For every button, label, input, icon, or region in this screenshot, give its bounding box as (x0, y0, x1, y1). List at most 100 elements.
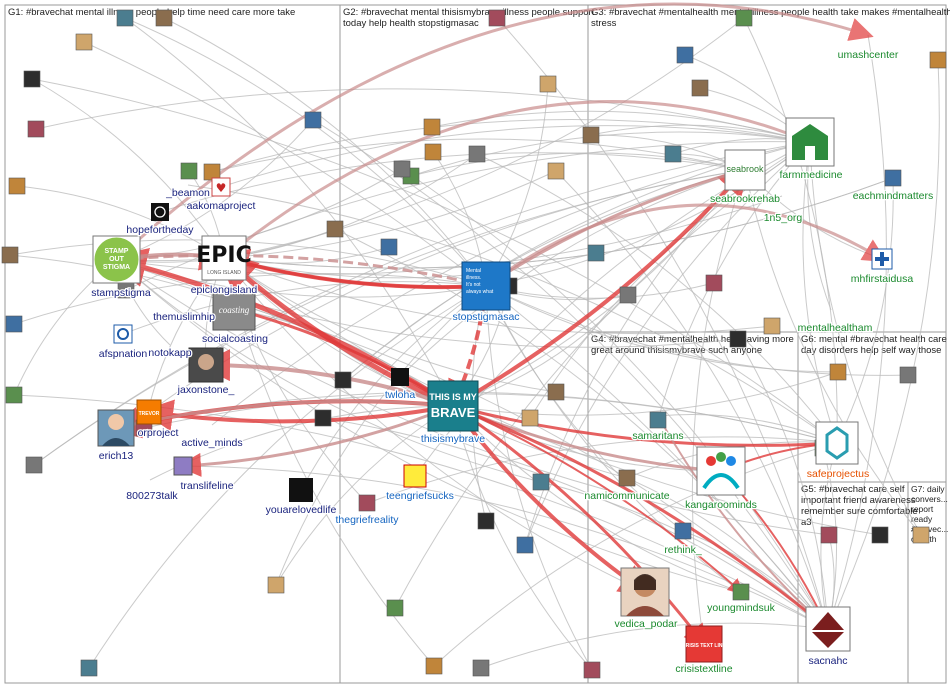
avatar-node[interactable] (314, 409, 332, 427)
node-label-umashcenter[interactable]: umashcenter (836, 48, 900, 63)
avatar-node[interactable] (468, 145, 486, 163)
avatar-node[interactable] (618, 469, 636, 487)
node-translifeline[interactable] (173, 456, 193, 476)
avatar-node[interactable] (899, 366, 917, 384)
node-crisistextline[interactable]: CRISIS TEXT LINE (682, 625, 726, 663)
avatar-node[interactable] (829, 363, 847, 381)
avatar-node[interactable] (820, 526, 838, 544)
node-label-rethink-[interactable]: rethink_ (663, 543, 703, 558)
avatar-node[interactable] (705, 274, 723, 292)
node-label-stopstigmasac[interactable]: stopstigmasac (451, 310, 521, 325)
node-sacnahc[interactable] (805, 606, 851, 652)
avatar-node[interactable] (27, 120, 45, 138)
node-orproject[interactable]: TREVOR (136, 399, 162, 425)
node-label-800273talk[interactable]: 800273talk (125, 489, 180, 504)
node-label-teengriefsucks[interactable]: teengriefsucks (385, 489, 455, 504)
node-thisismybrave[interactable]: THIS IS MY BRAVE (427, 380, 479, 432)
node-label-notokapp[interactable]: notokapp (147, 346, 193, 361)
node-label-socialcoasting[interactable]: socialcoasting (201, 332, 270, 347)
node-label-thisismybrave[interactable]: thisismybrave (420, 432, 487, 447)
node-label-erich13[interactable]: erich13 (98, 449, 135, 464)
avatar-node[interactable] (521, 409, 539, 427)
avatar-node[interactable] (729, 330, 747, 348)
node-label-orproject[interactable]: orproject (136, 426, 179, 441)
avatar-node[interactable] (80, 659, 98, 677)
node-label-active-minds[interactable]: active_minds (180, 436, 244, 451)
node-afspnation[interactable] (113, 324, 133, 344)
avatar-node[interactable] (532, 473, 550, 491)
node-jaxonstone[interactable] (188, 347, 224, 383)
node-label-mhfirstaidusa[interactable]: mhfirstaidusa (850, 272, 915, 287)
avatar-node[interactable] (912, 526, 930, 544)
avatar-node[interactable] (8, 177, 26, 195)
node-epiclongisland[interactable]: EPIC LONG ISLAND (196, 235, 252, 281)
avatar-node[interactable] (539, 75, 557, 93)
avatar-node[interactable] (5, 315, 23, 333)
node-socialcoasting[interactable]: coasting (212, 287, 256, 331)
avatar-node[interactable] (304, 111, 322, 129)
node-label-crisistextline[interactable]: crisistextline (674, 662, 734, 677)
node-label-namicommunicate[interactable]: namicommunicate (583, 489, 671, 504)
avatar-node[interactable] (1, 246, 19, 264)
node-label-jaxonstone-[interactable]: jaxonstone_ (175, 383, 235, 398)
node-label-hopefortheday[interactable]: hopefortheday (125, 223, 195, 238)
node-vedica-podar[interactable] (620, 567, 670, 617)
avatar-node[interactable] (763, 317, 781, 335)
node-label-sacnahc[interactable]: sacnahc (807, 654, 849, 669)
avatar-node[interactable] (587, 244, 605, 262)
node-label--beamon[interactable]: _beamon (164, 186, 211, 201)
node-teengriefsucks[interactable] (403, 464, 427, 488)
node-twloha[interactable] (391, 368, 409, 386)
node-label-samaritans[interactable]: samaritans (631, 429, 685, 444)
avatar-node[interactable] (116, 9, 134, 27)
avatar-node[interactable] (477, 512, 495, 530)
node-label-mentalhealtham[interactable]: mentalhealtham (796, 321, 873, 336)
node-label-vedica-podar[interactable]: vedica_podar (613, 617, 679, 632)
avatar-node[interactable] (516, 536, 534, 554)
node-safeprojectus[interactable] (815, 421, 859, 465)
node-mhfirstaidusa[interactable] (871, 248, 893, 270)
node-label-safeprojectus[interactable]: safeprojectus (806, 467, 871, 482)
avatar-node[interactable] (649, 411, 667, 429)
avatar-node[interactable] (5, 386, 23, 404)
avatar-node[interactable] (386, 599, 404, 617)
avatar-node[interactable] (425, 657, 443, 675)
node-label-kangaroominds[interactable]: kangaroominds (684, 498, 758, 513)
avatar-node[interactable] (358, 494, 376, 512)
avatar-node[interactable] (424, 143, 442, 161)
avatar-node[interactable] (423, 118, 441, 136)
node-aakomaproject[interactable]: ♥ (211, 177, 231, 197)
avatar-node[interactable] (732, 583, 750, 601)
avatar-node[interactable] (75, 33, 93, 51)
avatar-node[interactable] (326, 220, 344, 238)
node-label-afspnation[interactable]: afspnation (98, 347, 149, 362)
avatar-node[interactable] (25, 456, 43, 474)
node-label-stampstigma[interactable]: stampstigma (90, 286, 152, 301)
node-label-thegriefreality[interactable]: thegriefreality (334, 513, 400, 528)
avatar-node[interactable] (267, 576, 285, 594)
avatar-node[interactable] (871, 526, 889, 544)
avatar-node[interactable] (547, 383, 565, 401)
node-label-youngmindsuk[interactable]: youngmindsuk (706, 601, 777, 616)
avatar-node[interactable] (155, 9, 173, 27)
avatar-node[interactable] (488, 9, 506, 27)
node-seabrookrehab[interactable]: seabrook (724, 149, 766, 191)
avatar-node[interactable] (664, 145, 682, 163)
avatar-node[interactable] (583, 661, 601, 679)
node-label-translifeline[interactable]: translifeline (179, 479, 235, 494)
avatar-node[interactable] (380, 238, 398, 256)
node-label-youarelovedlife[interactable]: youarelovedlife (264, 503, 337, 518)
avatar-node[interactable] (735, 9, 753, 27)
avatar-node[interactable] (472, 659, 490, 677)
avatar-node[interactable] (393, 160, 411, 178)
node-label-eachmindmatters[interactable]: eachmindmatters (851, 189, 934, 204)
node-stopstigmasac[interactable]: Mental illness. It's not always what (461, 261, 511, 311)
node-hopefortheday[interactable] (151, 203, 169, 221)
avatar-node[interactable] (180, 162, 198, 180)
node-label-themuslimhip[interactable]: themuslimhip (152, 310, 217, 325)
node-label-1n5-org[interactable]: 1n5_org (762, 211, 803, 226)
avatar-node[interactable] (23, 70, 41, 88)
avatar-node[interactable] (547, 162, 565, 180)
node-kangaroominds[interactable] (696, 446, 746, 496)
node-label-epiclongisland[interactable]: epiclongisland (189, 283, 258, 298)
